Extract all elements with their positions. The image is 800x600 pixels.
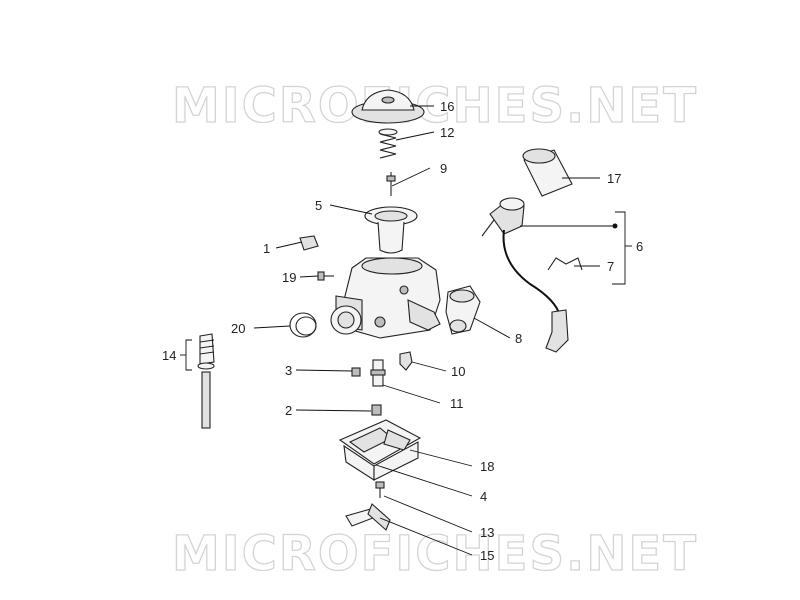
callout-17: 17: [607, 171, 621, 186]
part-5-diaphragm: [364, 206, 418, 254]
callout-16: 16: [440, 99, 454, 114]
part-6-cable: [481, 197, 569, 353]
part-12-spring: [378, 128, 398, 159]
part-2-jet: [371, 404, 382, 416]
callout-1: 1: [263, 241, 270, 256]
watermark-bottom: MICROFICHES.NET: [172, 526, 698, 582]
part-1-bracket: [299, 235, 319, 251]
leader-lines: [180, 105, 632, 556]
callout-3: 3: [285, 363, 292, 378]
part-3-jet: [351, 367, 361, 377]
part-13-screw: [375, 481, 385, 498]
part-20-clamp: [289, 312, 317, 338]
callout-8: 8: [515, 331, 522, 346]
callout-12: 12: [440, 125, 454, 140]
part-9-needle: [386, 172, 396, 196]
callout-5: 5: [315, 198, 322, 213]
callout-20: 20: [231, 321, 245, 336]
part-14-rod: [197, 333, 215, 429]
callout-18: 18: [480, 459, 494, 474]
callout-11: 11: [450, 396, 464, 411]
callout-10: 10: [451, 364, 465, 379]
callout-15: 15: [480, 548, 494, 563]
part-11-emulsion-tube: [370, 359, 386, 387]
part-17-cap: [522, 148, 573, 197]
carburetor-body: [330, 257, 441, 339]
callout-6: 6: [636, 239, 643, 254]
part-18-float-bowl: [338, 419, 422, 482]
callout-4: 4: [480, 489, 487, 504]
callout-7: 7: [607, 259, 614, 274]
callout-14: 14: [162, 348, 176, 363]
watermark-top: MICROFICHES.NET: [172, 78, 698, 134]
callout-13: 13: [480, 525, 494, 540]
part-19-screw: [317, 271, 334, 281]
part-7-clip: [547, 257, 583, 271]
part-15-elbow: [345, 503, 391, 531]
part-8-choke: [445, 285, 481, 335]
callout-2: 2: [285, 403, 292, 418]
callout-19: 19: [282, 270, 296, 285]
part-10-needle-valve: [399, 351, 413, 371]
callout-9: 9: [440, 161, 447, 176]
part-16-cover: [351, 89, 425, 124]
